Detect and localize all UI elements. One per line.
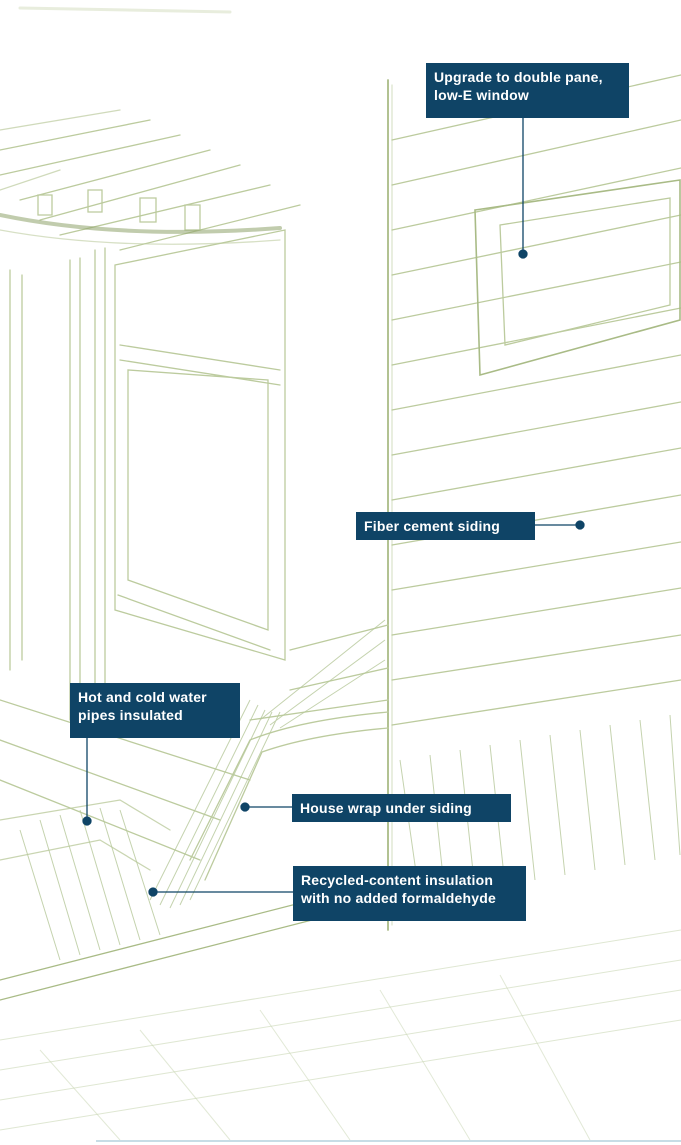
- insulation-callout-label: Recycled-content insulation with no adde…: [293, 866, 526, 921]
- bottom-divider: [96, 1140, 681, 1142]
- wrap-callout-label: House wrap under siding: [292, 794, 511, 822]
- pipes-callout-label: Hot and cold water pipes insulated: [70, 683, 240, 738]
- window-callout-label: Upgrade to double pane, low-E window: [426, 63, 629, 118]
- siding-callout-label: Fiber cement siding: [356, 512, 535, 540]
